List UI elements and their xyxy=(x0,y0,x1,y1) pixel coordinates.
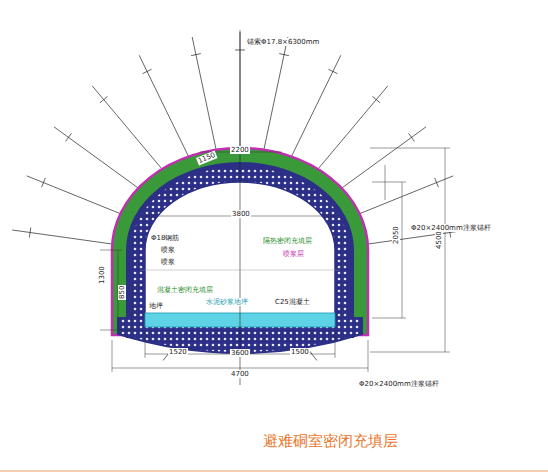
anchor-plate xyxy=(279,54,289,56)
dimension: 3800 xyxy=(231,210,251,218)
part-label: 喷浆层 xyxy=(282,250,305,258)
dimension: 1520 xyxy=(168,348,188,356)
anchor-plate xyxy=(143,69,152,73)
dimension: 1300 xyxy=(98,265,106,285)
dimension: 1500 xyxy=(290,348,310,356)
part-label: 地坪 xyxy=(148,302,164,310)
part-label: 喷浆 xyxy=(160,258,176,266)
anchor-plate xyxy=(29,228,30,238)
dimension: 2200 xyxy=(230,146,250,154)
anchor-plate xyxy=(409,133,415,141)
anchor-plate xyxy=(328,69,337,73)
anchor-plate xyxy=(191,54,201,56)
dimension: 4500 xyxy=(435,230,443,250)
part-label: Φ18钢筋 xyxy=(150,234,180,242)
dimension: 850 xyxy=(118,285,126,300)
caption: 避难硐室密闭充填层 xyxy=(262,432,399,450)
dimension: 2050 xyxy=(392,225,400,245)
anchor-plate xyxy=(372,96,380,102)
part-label: 喷浆 xyxy=(160,246,176,254)
part-label: C25混凝土 xyxy=(274,298,311,306)
part-label: 锚索Φ17.8×6300mm xyxy=(246,38,320,46)
anchor-plate xyxy=(42,178,46,187)
part-label: Φ20×2400mm注浆锚杆 xyxy=(358,380,440,388)
dimension: 4700 xyxy=(230,370,250,378)
anchor-plate xyxy=(66,133,72,141)
part-label: Φ20×2400mm注浆锚杆 xyxy=(410,224,492,232)
part-label: 水泥砂浆地坪 xyxy=(205,298,249,306)
dimension: 3600 xyxy=(230,349,250,357)
part-label: 隔热密闭充填层 xyxy=(262,237,313,245)
anchor-plate xyxy=(100,96,108,102)
anchor-plate xyxy=(435,178,439,187)
part-label: 混凝土密闭充填层 xyxy=(156,286,214,294)
